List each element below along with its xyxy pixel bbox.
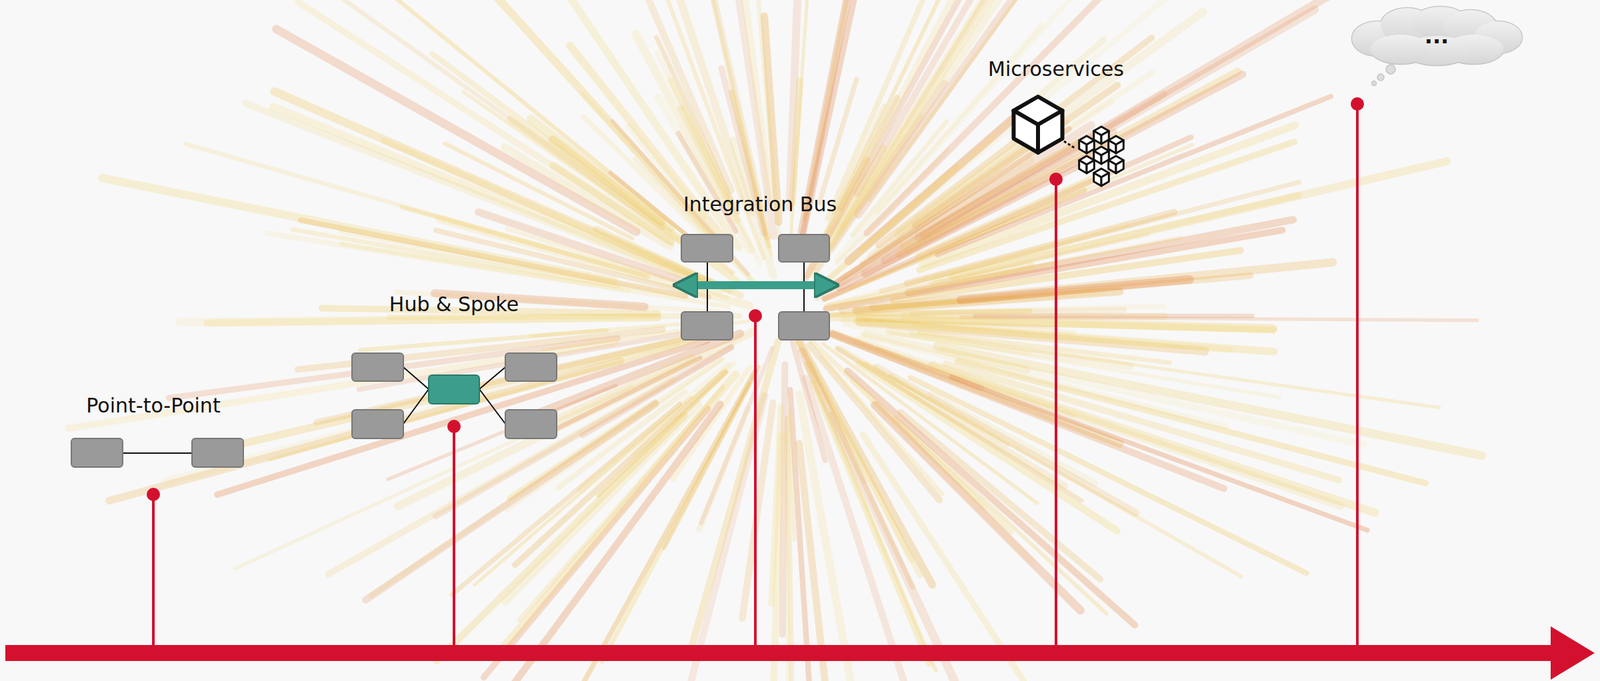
spaghetti-strand <box>742 403 773 619</box>
timeline-stems <box>153 104 1358 648</box>
spaghetti-strand <box>792 81 800 204</box>
cube-face <box>1013 110 1038 153</box>
timeline-dots <box>146 97 1364 502</box>
spaghetti-strand <box>764 16 779 222</box>
spaghetti-strand <box>919 177 1097 257</box>
spaghetti-strand <box>483 404 721 681</box>
spaghetti-strand <box>384 140 730 292</box>
spaghetti-strand <box>658 97 718 200</box>
spaghetti-strand <box>857 321 1274 352</box>
cube-symbol <box>1094 146 1110 164</box>
spaghetti-strand <box>566 371 755 681</box>
spaghetti-strand <box>874 405 1080 611</box>
cube-face <box>1094 173 1102 187</box>
spaghetti-strand <box>207 317 658 323</box>
stage-label: Integration Bus <box>683 192 837 216</box>
spaghetti-strand <box>951 377 1368 531</box>
timeline-bar <box>5 645 1554 662</box>
spaghetti-strand <box>960 279 1190 300</box>
stage-label: Hub & Spoke <box>389 292 519 316</box>
thought-cloud: ... <box>1350 5 1524 67</box>
spaghetti-strand <box>358 330 700 390</box>
cube-face <box>1086 160 1094 174</box>
spaghetti-strand <box>228 330 725 448</box>
cube-face <box>1079 160 1087 174</box>
spaghetti-strand <box>583 116 720 252</box>
cube-symbol <box>1108 156 1124 174</box>
spaghetti-strand <box>245 103 700 283</box>
spaghetti-strand <box>812 382 930 664</box>
spaghetti-strand <box>802 351 964 681</box>
spaghetti-strand <box>852 121 947 236</box>
spaghetti-strand <box>598 372 727 496</box>
timeline-arrowhead <box>1550 626 1595 680</box>
spaghetti-strand <box>900 412 1100 580</box>
hub-spoke-icon <box>352 353 557 439</box>
cube-symbol <box>1079 156 1095 174</box>
point-to-point-icon <box>71 438 244 468</box>
cube-face <box>1079 140 1087 154</box>
cube-symbol <box>1094 168 1110 186</box>
cube-symbol <box>1094 126 1110 144</box>
spaghetti-strand <box>786 432 789 681</box>
cube-symbol <box>1108 136 1124 154</box>
cube-face <box>1101 173 1109 187</box>
spaghetti-strand <box>688 341 778 657</box>
integration-bus-icon <box>681 234 830 340</box>
spaghetti-strand <box>478 212 694 285</box>
cloud-text: ... <box>1424 23 1449 49</box>
spaghetti-rays <box>68 0 1482 681</box>
thought-bubbles <box>1372 64 1396 86</box>
spaghetti-strand <box>789 411 795 540</box>
spaghetti-strand <box>365 404 656 600</box>
stage-label: Point-to-Point <box>86 394 220 418</box>
spaghetti-strand <box>821 357 942 494</box>
spaghetti-strand <box>904 312 1164 320</box>
spaghetti-strand <box>876 367 1136 514</box>
cube-symbol <box>1013 96 1062 153</box>
spaghetti-strand <box>910 378 1307 574</box>
cube-face <box>1116 160 1124 174</box>
spaghetti-strand <box>360 330 606 351</box>
spaghetti-strand <box>505 404 699 602</box>
spaghetti-strand <box>824 138 994 284</box>
microservices-icon <box>1013 96 1124 186</box>
stage-label: Microservices <box>988 57 1124 81</box>
cube-face <box>1038 110 1063 153</box>
spaghetti-strand <box>827 0 975 219</box>
spaghetti-strand <box>890 333 1280 398</box>
spaghetti-strand <box>771 406 781 604</box>
spaghetti-strand <box>866 0 1104 234</box>
spaghetti-strand <box>893 250 1241 301</box>
cube-face <box>1108 160 1116 174</box>
spaghetti-strand <box>830 115 922 250</box>
cube-face <box>1116 140 1124 154</box>
cube-symbol <box>1079 136 1095 154</box>
